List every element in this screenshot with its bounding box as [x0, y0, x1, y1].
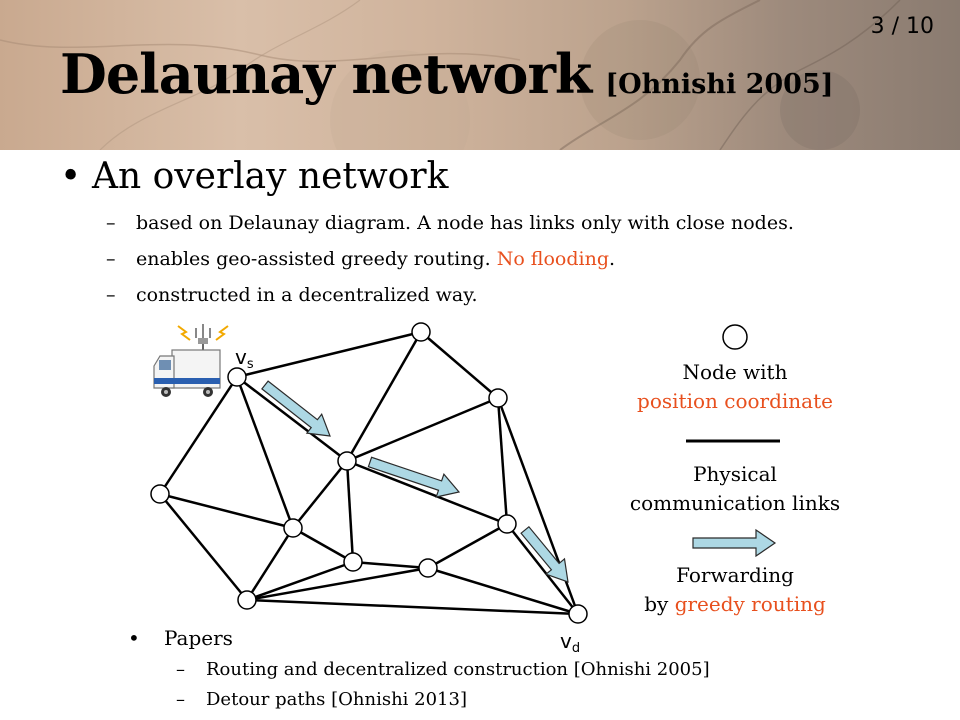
link-n9-vd [246, 598, 579, 616]
link-n1-n3 [345, 331, 423, 462]
legend-forward-text: Forwarding by greedy routing [600, 561, 870, 619]
node-n3 [337, 451, 357, 471]
link-vs-n4 [158, 376, 239, 495]
link-n3-n5 [292, 460, 348, 529]
link-n8-vd [427, 566, 579, 616]
node-group [150, 322, 588, 624]
arrow-group [261, 380, 569, 583]
forwarding-arrow-2 [367, 456, 461, 498]
dash-icon: – [106, 248, 116, 270]
node-vs [227, 367, 247, 387]
sub-bullet-3: –constructed in a decentralized way. [106, 284, 478, 306]
edge-group [158, 330, 580, 616]
bullet-dot-icon: • [60, 156, 82, 197]
sub-bullet-text: based on Delaunay diagram. A node has li… [136, 212, 794, 234]
papers-heading: Papers [164, 626, 233, 650]
link-n2-n3 [346, 396, 499, 463]
node-n1 [411, 322, 431, 342]
link-n3-n6 [346, 459, 508, 526]
node-n9 [237, 590, 257, 610]
node-n4 [150, 484, 170, 504]
forwarding-arrow-3 [520, 525, 569, 583]
sub-bullet-text: enables geo-assisted greedy routing. [136, 248, 497, 270]
link-n5-n7 [292, 526, 354, 564]
dash-icon: – [106, 212, 116, 234]
main-bullet: •An overlay network [60, 156, 448, 197]
legend-node-line2: position coordinate [637, 389, 833, 413]
node-n2 [488, 388, 508, 408]
link-n3-n7 [345, 460, 355, 563]
map-background-icon [0, 0, 901, 150]
link-n1-n2 [420, 331, 499, 399]
legend-forward-line1: Forwarding [676, 563, 794, 587]
legend-node-line1: Node with [682, 360, 788, 384]
node-n7 [343, 552, 363, 572]
paper-item-text: Routing and decentralized construction [… [206, 659, 710, 680]
truck-icon [153, 324, 229, 397]
link-n7-n9 [246, 560, 354, 602]
link-vs-n3 [236, 376, 348, 462]
paper-item: –Detour paths [Ohnishi 2013] [176, 689, 467, 710]
sub-bullet-suffix: . [609, 248, 616, 270]
dash-icon: – [106, 284, 116, 306]
link-n9-n8 [246, 566, 429, 602]
dash-icon: – [176, 659, 185, 680]
highlight-no-flooding: No flooding [496, 248, 609, 270]
header-banner: 3 / 10 Delaunay network [Ohnishi 2005] [0, 0, 960, 150]
papers-bullet: • Papers [128, 626, 233, 650]
sub-bullet-2: –enables geo-assisted greedy routing. No… [106, 248, 615, 270]
sub-bullet-1: –based on Delaunay diagram. A node has l… [106, 212, 794, 234]
legend-node-icon [722, 324, 748, 350]
legend-link-line1: Physical [693, 462, 777, 486]
title-main: Delaunay network [60, 42, 592, 106]
link-n4-n5 [159, 492, 294, 530]
slide-number: 3 / 10 [870, 14, 934, 39]
title-citation: [Ohnishi 2005] [605, 69, 834, 100]
link-vs-n1 [236, 330, 422, 379]
bullet-dot-icon: • [128, 626, 140, 650]
node-vd [568, 604, 588, 624]
link-n4-n9 [159, 493, 248, 601]
legend-link-line2: communication links [629, 491, 841, 515]
legend-link-text: Physical communication links [600, 460, 870, 518]
node-n6 [497, 514, 517, 534]
paper-item: –Routing and decentralized construction … [176, 659, 710, 680]
slide-title: Delaunay network [Ohnishi 2005] [60, 42, 834, 106]
legend-node-text: Node with position coordinate [600, 358, 870, 416]
legend-arrow-icon [692, 528, 777, 558]
main-bullet-text: An overlay network [92, 156, 449, 197]
legend-forward-line2: by greedy routing [600, 590, 870, 619]
link-n5-n9 [245, 527, 295, 601]
link-n6-vd [506, 523, 579, 615]
sub-bullet-text: constructed in a decentralized way. [136, 284, 478, 306]
link-vs-n5 [235, 376, 295, 529]
source-node-label: vs [235, 345, 254, 372]
antenna-icon [177, 324, 229, 354]
node-n8 [418, 558, 438, 578]
link-n8-n6 [427, 522, 508, 570]
dash-icon: – [176, 689, 185, 710]
destination-node-label: vd [560, 629, 580, 656]
legend-forward-highlight: greedy routing [674, 592, 826, 616]
link-n7-n8 [352, 560, 429, 570]
link-n2-n6 [496, 397, 509, 525]
legend-forward-prefix: by [644, 592, 675, 616]
node-n5 [283, 518, 303, 538]
paper-item-text: Detour paths [Ohnishi 2013] [206, 689, 467, 710]
forwarding-arrow-1 [261, 380, 331, 437]
